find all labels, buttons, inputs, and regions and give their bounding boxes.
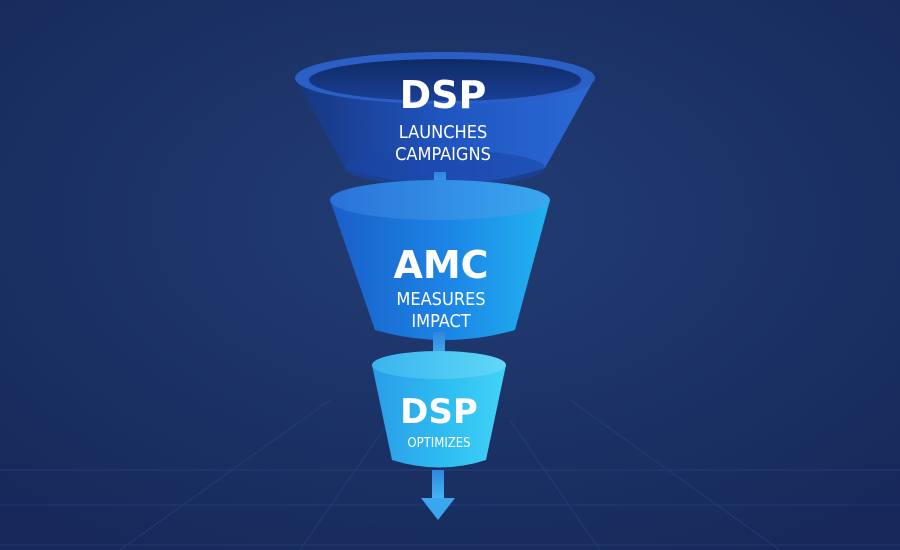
stage-top — [295, 52, 595, 186]
stage-top-opening — [309, 59, 581, 101]
stage-middle-top — [330, 180, 550, 220]
stage-bottom-title: DSP — [400, 392, 478, 432]
stage-bottom-body — [372, 365, 506, 468]
floor-grid — [0, 399, 900, 550]
stage-middle-line1: MEASURES — [396, 289, 485, 310]
stage-bottom — [372, 351, 506, 468]
stage-middle — [330, 180, 550, 340]
stage-middle-line2: IMPACT — [411, 311, 470, 332]
stage-top-title: DSP — [400, 73, 487, 117]
stage-bottom-top — [372, 351, 506, 379]
stage-middle-body — [330, 200, 550, 340]
arrow-down-icon — [421, 470, 455, 520]
stage-top-line2: CAMPAIGNS — [395, 144, 491, 165]
stage-bottom-line1: OPTIMIZES — [407, 436, 470, 451]
stage-top-line1: LAUNCHES — [399, 122, 487, 143]
stage-middle-title: AMC — [393, 243, 488, 287]
